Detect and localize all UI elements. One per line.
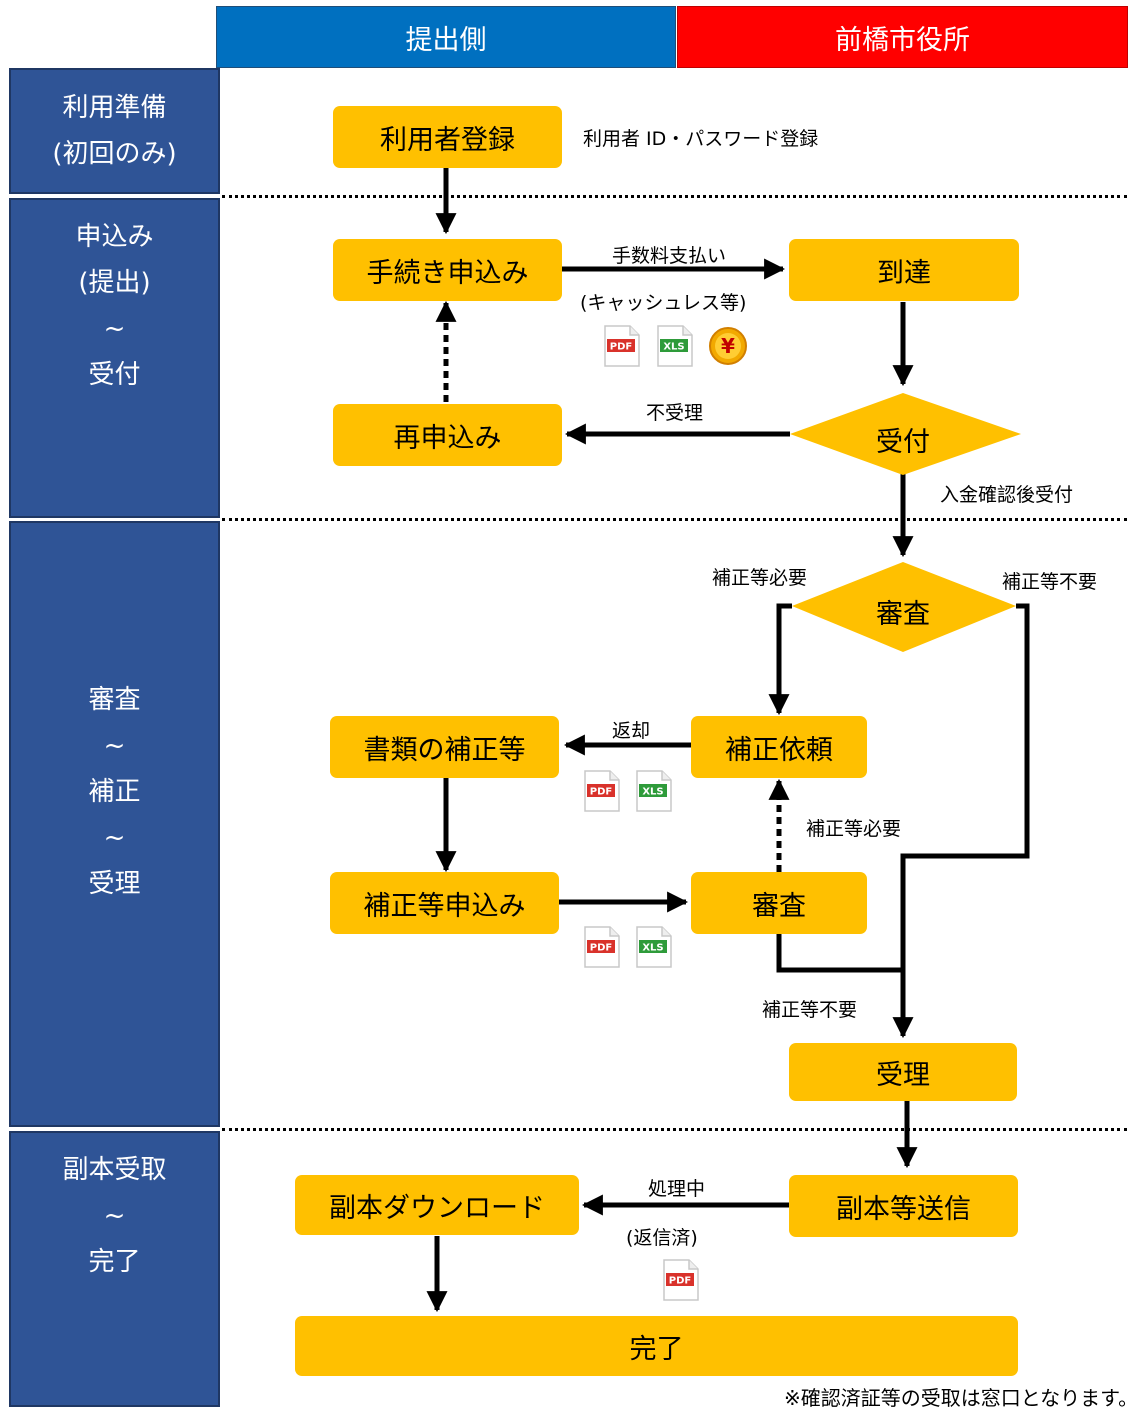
arrow-review-to-request — [768, 603, 792, 716]
header-city: 前橋市役所 — [677, 6, 1128, 68]
phase-receive: 副本受取 ~ 完了 — [9, 1131, 220, 1407]
phase-review-line-2: ~ — [103, 731, 126, 761]
phase-apply-line-4: 受付 — [88, 360, 141, 390]
label-correction-unneeded-2: 補正等不要 — [762, 999, 858, 1021]
phase-review-line-1: 審査 — [88, 685, 141, 715]
label-fee: 手数料支払い — [612, 245, 727, 267]
phase-review-line-3: 補正 — [88, 777, 141, 807]
phase-prep: 利用準備 (初回のみ) — [9, 68, 220, 194]
node-apply: 手続き申込み — [333, 239, 562, 301]
phase-apply-line-3: ~ — [103, 314, 126, 344]
phase-receive-line-2: ~ — [103, 1201, 126, 1231]
header-submitter: 提出側 — [216, 6, 676, 68]
pdf-icon: PDF — [584, 926, 620, 968]
label-after-payment: 入金確認後受付 — [940, 484, 1074, 506]
label-return: 返却 — [612, 720, 651, 742]
node-review1-shape — [792, 562, 1016, 652]
node-arrival: 到達 — [789, 239, 1019, 301]
label-user-reg-note: 利用者 ID・パスワード登録 — [583, 128, 819, 150]
label-footnote: ※確認済証等の受取は窓口となります。 — [784, 1386, 1130, 1410]
node-accept-shape — [790, 393, 1021, 475]
phase-review: 審査 ~ 補正 ~ 受理 — [9, 521, 220, 1127]
svg-text:XLS: XLS — [642, 943, 663, 954]
separator-1 — [222, 195, 1127, 198]
xls-icon: XLS — [657, 325, 693, 367]
label-processing: 処理中 — [648, 1178, 706, 1200]
svg-text:PDF: PDF — [590, 943, 612, 954]
label-correction-needed-2: 補正等必要 — [806, 818, 902, 840]
phase-prep-line-2: (初回のみ) — [52, 139, 177, 169]
node-doc-correction: 書類の補正等 — [330, 716, 559, 778]
yen-icon: ¥ — [709, 327, 747, 365]
xls-icon: XLS — [636, 926, 672, 968]
svg-text:¥: ¥ — [721, 334, 735, 358]
node-user-reg: 利用者登録 — [333, 106, 562, 168]
label-cashless: (キャッシュレス等) — [580, 292, 747, 314]
label-correction-needed-1: 補正等必要 — [712, 567, 808, 589]
node-copy-download: 副本ダウンロード — [295, 1175, 579, 1235]
node-copy-send: 副本等送信 — [789, 1175, 1018, 1237]
phase-review-line-5: 受理 — [88, 869, 141, 899]
phase-apply-line-2: (提出) — [78, 268, 151, 298]
separator-2 — [222, 518, 1127, 521]
xls-icon: XLS — [636, 770, 672, 812]
phase-receive-line-1: 副本受取 — [62, 1155, 167, 1185]
pdf-icon: PDF — [604, 325, 640, 367]
phase-receive-line-3: 完了 — [88, 1247, 141, 1277]
svg-text:PDF: PDF — [669, 1276, 691, 1287]
phase-prep-line-1: 利用準備 — [62, 93, 167, 123]
svg-text:PDF: PDF — [590, 787, 612, 798]
phase-review-line-4: ~ — [103, 823, 126, 853]
node-receipt: 受理 — [789, 1043, 1017, 1101]
node-review1: 審査 — [876, 598, 930, 630]
separator-3 — [222, 1128, 1127, 1131]
label-rejected: 不受理 — [646, 402, 704, 424]
node-accept: 受付 — [876, 426, 930, 458]
svg-text:XLS: XLS — [642, 787, 663, 798]
label-replied: (返信済) — [626, 1227, 698, 1249]
label-correction-unneeded-1: 補正等不要 — [1002, 571, 1098, 593]
line-review2-unneeded — [776, 933, 903, 973]
phase-apply-line-1: 申込み — [75, 222, 154, 252]
node-reapply: 再申込み — [333, 404, 562, 466]
line-review-unneeded — [892, 603, 1030, 1039]
node-complete: 完了 — [295, 1316, 1018, 1376]
svg-text:PDF: PDF — [610, 342, 632, 353]
pdf-icon: PDF — [584, 770, 620, 812]
pdf-icon: PDF — [663, 1259, 699, 1301]
node-correction-request: 補正依頼 — [691, 716, 867, 778]
phase-apply: 申込み (提出) ~ 受付 — [9, 198, 220, 518]
node-correction-apply: 補正等申込み — [330, 872, 559, 934]
node-review2: 審査 — [691, 872, 867, 934]
svg-text:XLS: XLS — [663, 342, 684, 353]
